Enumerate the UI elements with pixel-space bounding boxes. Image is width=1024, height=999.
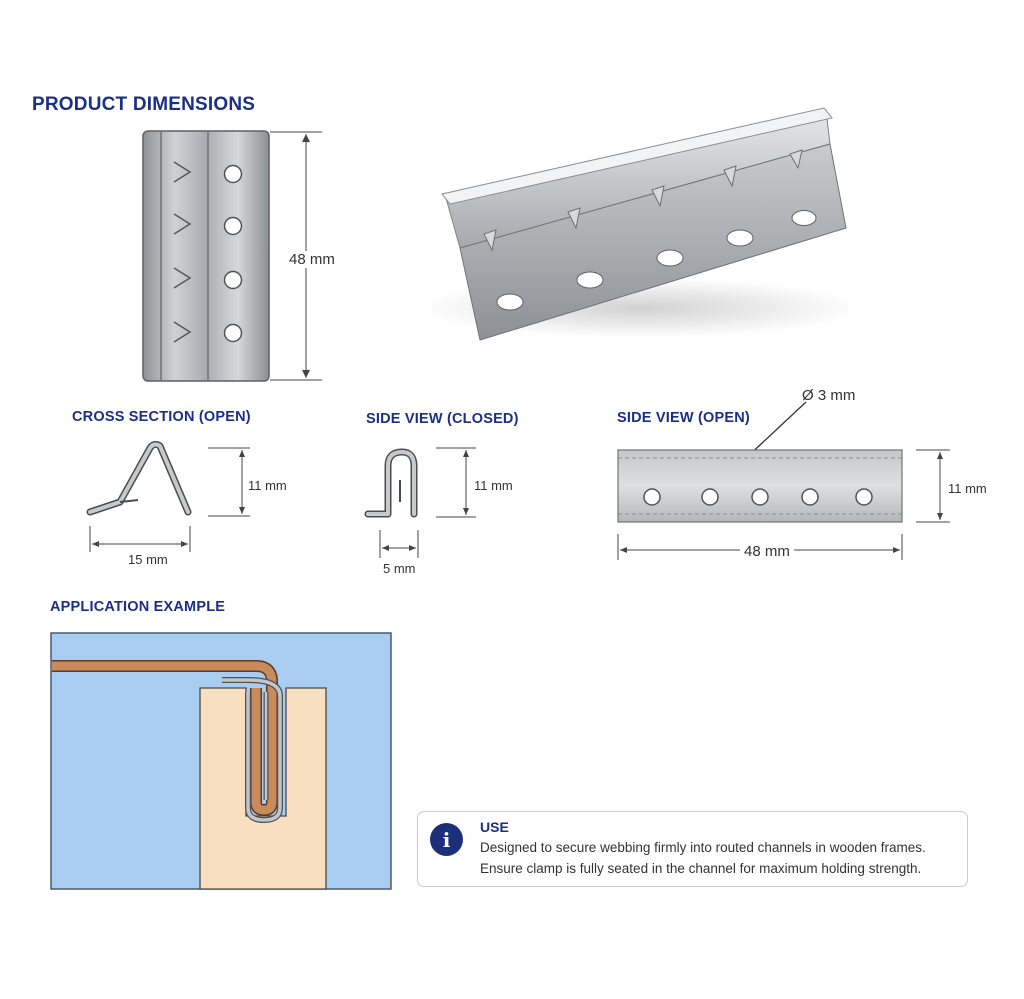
- use-title: USE: [480, 819, 509, 835]
- open-height-label: 11 mm: [948, 481, 987, 496]
- clip-teeth: [483, 149, 803, 252]
- cross-section-open-drawing: [86, 440, 250, 552]
- tooth-marks: [173, 161, 192, 343]
- info-icon: i: [430, 823, 463, 856]
- application-example-drawing: [50, 632, 392, 890]
- nail-holes: [223, 164, 243, 343]
- product-dimensions-heading: PRODUCT DIMENSIONS: [32, 94, 256, 115]
- side-view-closed-drawing: [364, 447, 476, 558]
- side-view-open-drawing: [617, 401, 950, 560]
- side-view-open-heading: SIDE VIEW (OPEN): [617, 410, 750, 426]
- clip-holes: [496, 210, 817, 311]
- use-line-1: Designed to secure webbing firmly into r…: [480, 840, 926, 855]
- closed-width-label: 5 mm: [383, 561, 416, 576]
- open-length-label: 48 mm: [740, 543, 794, 560]
- side-view-closed-heading: SIDE VIEW (CLOSED): [366, 411, 519, 427]
- use-line-2: Ensure clamp is fully seated in the chan…: [480, 861, 922, 876]
- hole-diameter-label: Ø 3 mm: [802, 387, 856, 404]
- clip-front-body: [142, 130, 270, 382]
- application-example-heading: APPLICATION EXAMPLE: [50, 599, 226, 615]
- front-height-label: 48 mm: [287, 251, 337, 268]
- cross-section-open-heading: CROSS SECTION (OPEN): [72, 409, 251, 425]
- clip-front-view: [142, 130, 270, 382]
- cross-width-label: 15 mm: [128, 552, 168, 567]
- side-open-strip: [617, 449, 903, 523]
- clip-3d-render: [420, 107, 860, 341]
- cross-height-label: 11 mm: [248, 478, 287, 493]
- clip-flange: [459, 143, 847, 341]
- use-note-box: i USE Designed to secure webbing firmly …: [417, 811, 968, 887]
- closed-height-label: 11 mm: [474, 478, 513, 493]
